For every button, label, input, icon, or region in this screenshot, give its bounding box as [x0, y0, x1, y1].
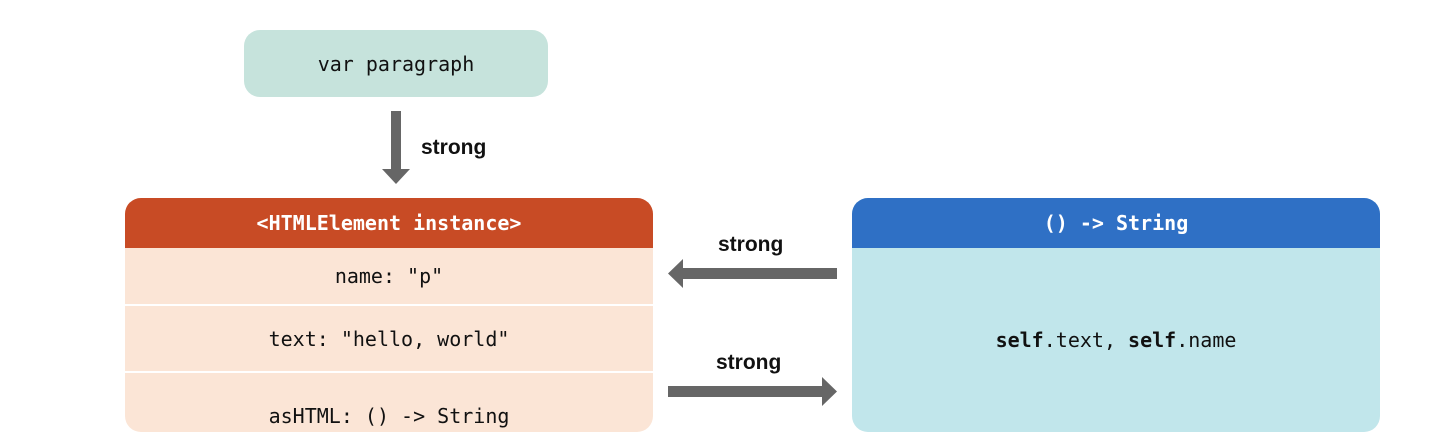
closure-box: () -> String self.text, self.name: [852, 198, 1380, 432]
property-text: text: "hello, world": [268, 326, 510, 351]
variable-paragraph-box: var paragraph: [244, 30, 548, 97]
closure-code-part: .text,: [1043, 328, 1129, 352]
self-keyword: self: [995, 328, 1044, 352]
self-keyword: self: [1128, 328, 1177, 352]
property-name: name: "p": [334, 264, 444, 288]
edge-label-var-to-instance: strong: [421, 136, 487, 159]
edge-label-closure-to-instance: strong: [718, 233, 784, 256]
variable-label: var paragraph: [317, 51, 475, 76]
closure-body: self.text, self.name: [852, 248, 1380, 432]
arrow-var-to-instance: [382, 111, 410, 184]
edge-label-instance-to-closure: strong: [716, 351, 782, 374]
property-row-name: name: "p": [125, 248, 653, 304]
property-ashtml: asHTML: () -> String: [268, 404, 510, 428]
arrow-closure-to-instance: [668, 259, 837, 288]
property-row-ashtml: asHTML: () -> String: [125, 371, 653, 430]
arrow-instance-to-closure: [668, 377, 837, 406]
closure-code: self.text, self.name: [996, 328, 1237, 352]
closure-code-part: .name: [1176, 328, 1237, 352]
instance-header: <HTMLElement instance>: [125, 198, 653, 248]
property-row-text: text: "hello, world": [125, 304, 653, 371]
htmlelement-instance-box: <HTMLElement instance> name: "p" text: "…: [125, 198, 653, 432]
closure-header: () -> String: [852, 198, 1380, 248]
